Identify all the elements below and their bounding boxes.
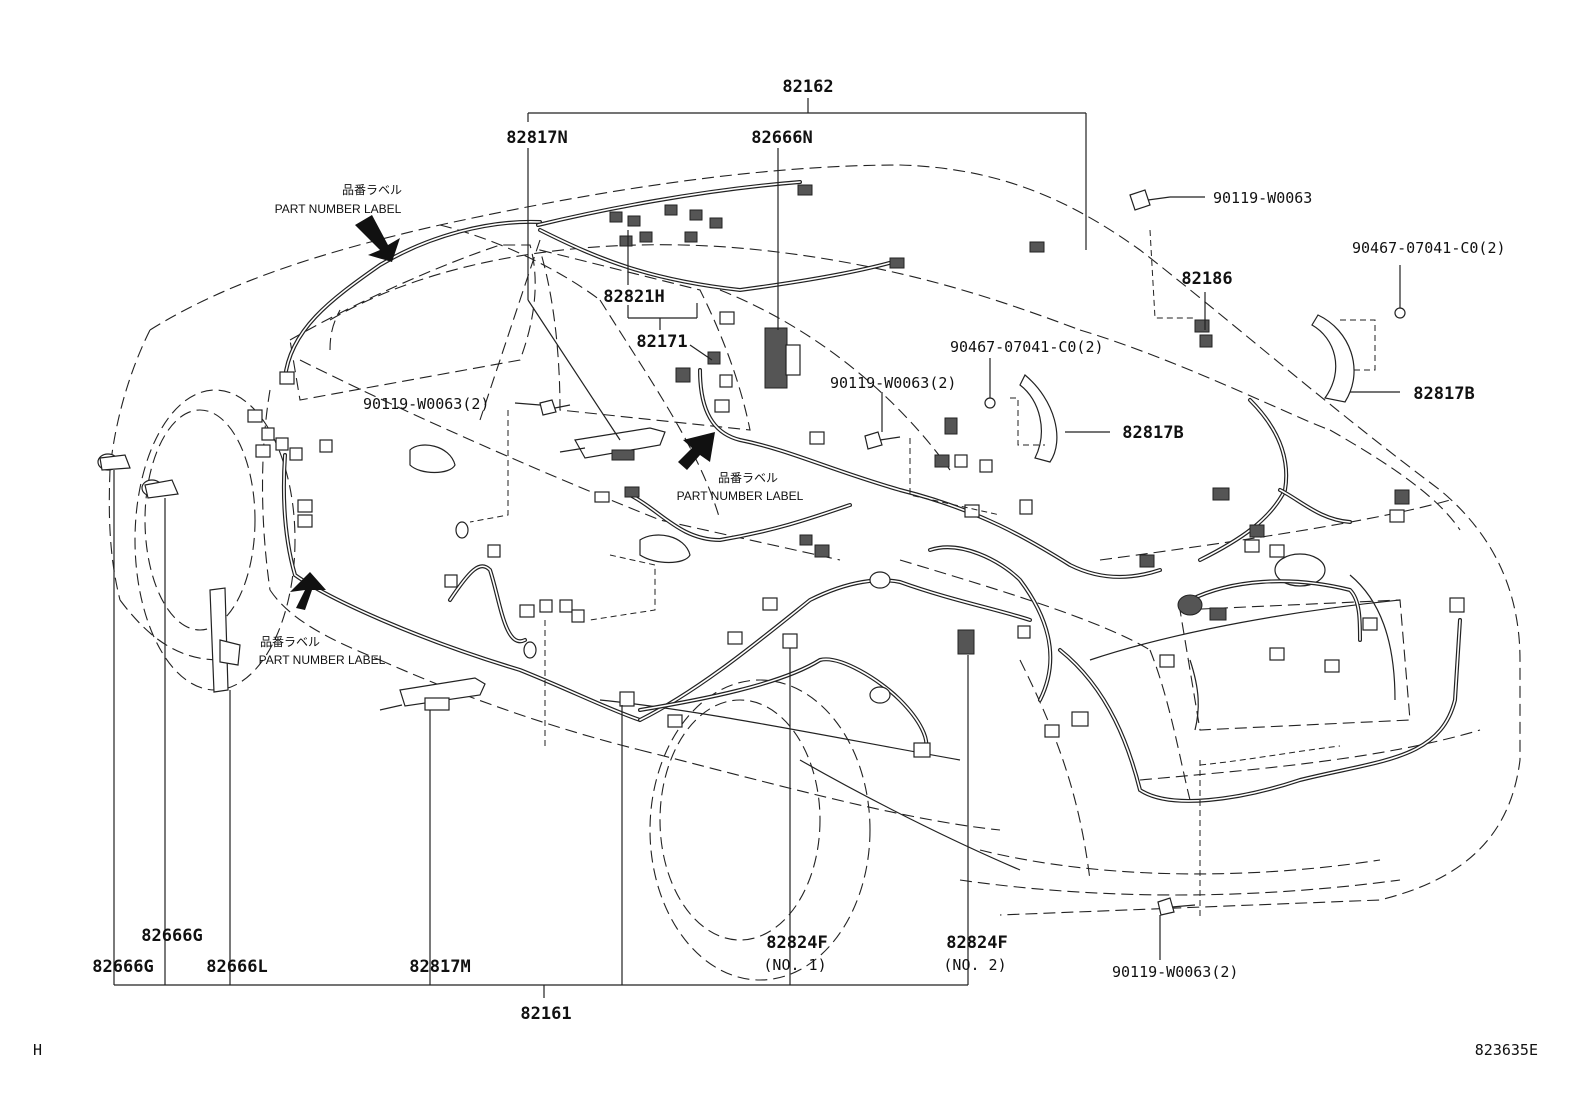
part-labels: 82162 82817N 82666N 82821H 82171 82186 8… [92,77,1474,1024]
label-bolt-mid: 90119-W0063(2) [830,374,956,392]
label-bolt-bottom: 90119-W0063(2) [1112,963,1238,981]
car-body-outline [108,164,1521,981]
arrows [290,215,715,610]
label-82817B-right: 82817B [1413,384,1474,404]
label-82171: 82171 [636,332,687,352]
label-clip-mid: 90467-07041-C0(2) [950,338,1104,356]
relay-bracket-82666N [764,327,801,389]
connectors [247,184,1465,758]
label-82161: 82161 [520,1004,571,1024]
wire-protector-82817M [379,677,486,711]
label-82817M: 82817M [409,957,470,977]
label-82817B-mid: 82817B [1122,423,1183,443]
callout-roof-jp: 品番ラベル [342,183,402,197]
label-bolt-top-right: 90119-W0063 [1213,189,1312,207]
fastener-labels: 90119-W0063 90467-07041-C0(2) 90467-0704… [363,189,1506,981]
arrow-center [678,432,715,470]
wire-harness-roof [283,180,902,380]
label-82666L: 82666L [206,957,267,977]
label-82821H: 82821H [603,287,664,307]
leader-lines [113,98,1401,998]
callout-roof-en: PART NUMBER LABEL [275,202,402,216]
arrow-roof [355,215,400,262]
clamp-82666G-a [97,453,131,471]
part-number-label-callouts: 品番ラベル PART NUMBER LABEL 品番ラベル PART NUMBE… [259,183,804,667]
callout-floor-en: PART NUMBER LABEL [259,653,386,667]
label-bolt-left: 90119-W0063(2) [363,395,489,413]
label-82817N: 82817N [506,128,567,148]
callout-center-jp: 品番ラベル [718,471,778,485]
label-82666N: 82666N [751,128,812,148]
footer-left-code: H [33,1041,42,1059]
bolts [539,189,1406,916]
wire-protector-82817N [559,427,666,461]
label-clip-far-right: 90467-07041-C0(2) [1352,239,1506,257]
wire-harness-center [628,368,1162,702]
phantom-guides [469,229,1376,918]
label-82824F-no2: 82824F [946,933,1007,953]
footer: H 823635E [33,1041,1538,1059]
clamp-82666G-b [141,479,179,499]
label-82162: 82162 [782,77,833,97]
label-82666G-upper: 82666G [141,926,202,946]
callout-center-en: PART NUMBER LABEL [677,489,804,503]
label-82666G-lower: 82666G [92,957,153,977]
wire-harness-rear [1058,398,1462,803]
wire-harness-floor-left [281,453,1032,752]
arrow-floor [290,572,326,610]
label-82824F-no1-sub: (NO. 1) [763,956,826,974]
cover-82817B-mid [1019,374,1058,463]
figure-id: 823635E [1475,1041,1538,1059]
label-82824F-no2-sub: (NO. 2) [943,956,1006,974]
label-82186: 82186 [1181,269,1232,289]
callout-floor-jp: 品番ラベル [260,635,320,649]
label-82824F-no1: 82824F [766,933,827,953]
bracket-82666L [209,587,241,693]
cover-82817B-right [1311,314,1355,403]
